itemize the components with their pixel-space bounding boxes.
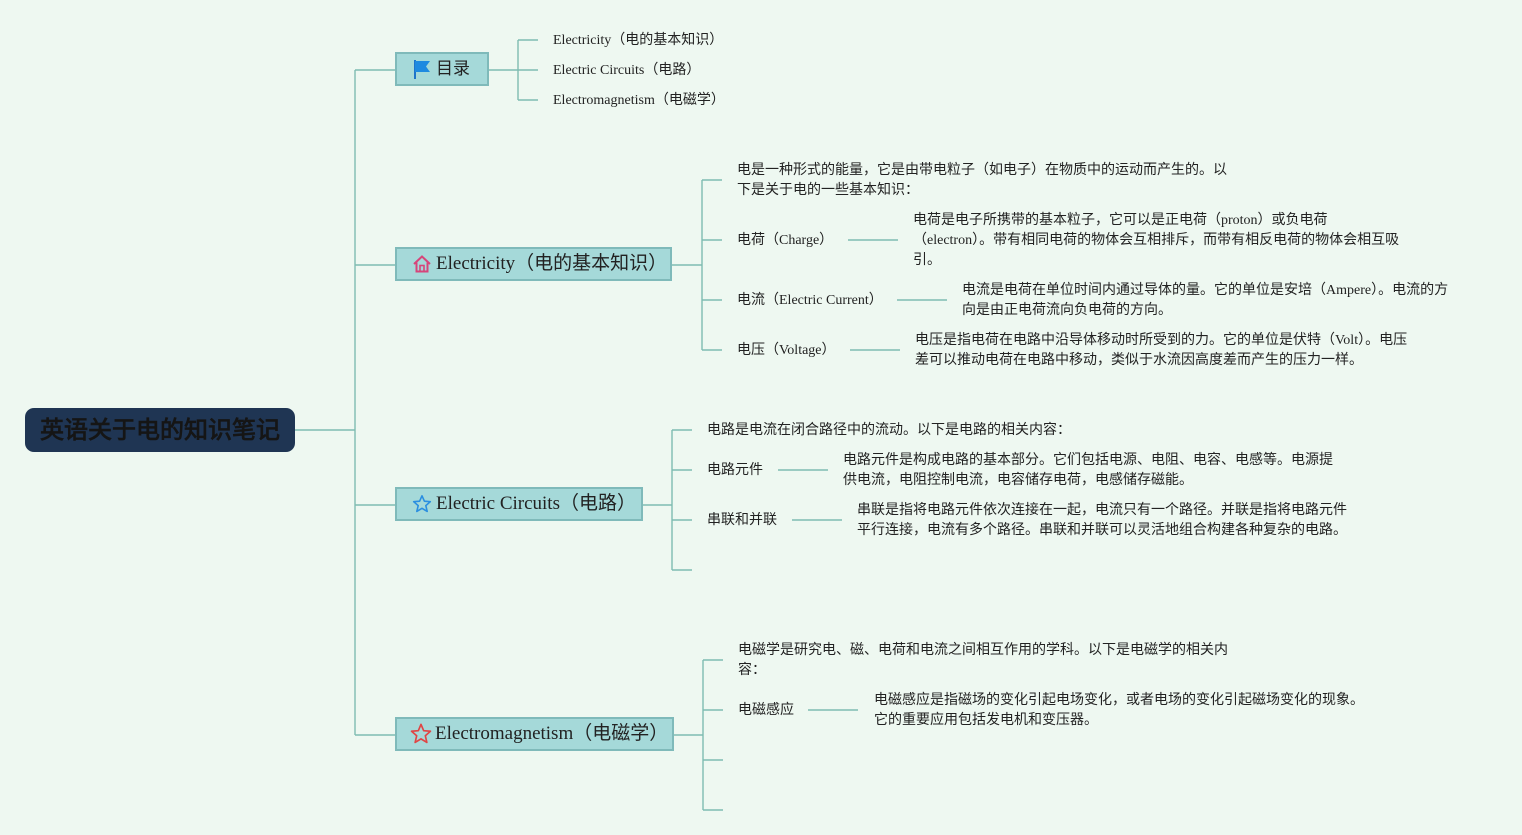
- series-desc-line2: 平行连接，电流有多个路径。串联和并联可以灵活地组合构建各种复杂的电路。: [857, 523, 1347, 538]
- home-icon: [411, 253, 433, 275]
- voltage-desc-line2: 差可以推动电荷在电路中移动，类似于水流因高度差而产生的压力一样。: [915, 353, 1363, 368]
- electricity-intro-line2: 下是关于电的一些基本知识：: [737, 183, 919, 198]
- topic-magnetism-label: Electromagnetism（电磁学）: [435, 723, 669, 744]
- star-red-icon: [410, 723, 432, 745]
- induction-label[interactable]: 电磁感应: [738, 703, 794, 718]
- star-outline-icon: [411, 493, 433, 515]
- toc-item-electricity[interactable]: Electricity（电的基本知识）: [553, 33, 724, 48]
- root-topic[interactable]: 英语关于电的知识笔记: [25, 408, 295, 452]
- charge-desc-line2: （electron）。带有相同电荷的物体会互相排斥，而带有相反电荷的物体会相互吸: [913, 233, 1400, 248]
- topic-toc-label: 目录: [436, 59, 470, 79]
- series-desc-line1: 串联是指将电路元件依次连接在一起，电流只有一个路径。并联是指将电路元件: [857, 503, 1347, 518]
- current-desc-line1: 电流是电荷在单位时间内通过导体的量。它的单位是安培（Ampere）。电流的方: [962, 283, 1449, 298]
- topic-toc[interactable]: 目录: [395, 52, 489, 86]
- induction-desc-line2: 它的重要应用包括发电机和变压器。: [874, 713, 1098, 728]
- induction-desc-line1: 电磁感应是指磁场的变化引起电场变化，或者电场的变化引起磁场变化的现象。: [874, 693, 1364, 708]
- flag-icon: [411, 58, 433, 80]
- topic-electricity-label: Electricity（电的基本知识）: [436, 253, 668, 274]
- current-label[interactable]: 电流（Electric Current）: [737, 293, 883, 308]
- voltage-desc-line1: 电压是指电荷在电路中沿导体移动时所受到的力。它的单位是伏特（Volt）。电压: [915, 333, 1408, 348]
- components-desc-line1: 电路元件是构成电路的基本部分。它们包括电源、电阻、电容、电感等。电源提: [843, 453, 1333, 468]
- charge-desc-line1: 电荷是电子所携带的基本粒子，它可以是正电荷（proton）或负电荷: [913, 213, 1328, 228]
- topic-magnetism[interactable]: Electromagnetism（电磁学）: [395, 717, 674, 751]
- charge-desc-line3: 引。: [913, 253, 941, 268]
- current-desc-line2: 向是由正电荷流向负电荷的方向。: [962, 303, 1172, 318]
- topic-circuits-label: Electric Circuits（电路）: [436, 493, 636, 514]
- components-desc-line2: 供电流，电阻控制电流，电容储存电荷，电感储存磁能。: [843, 473, 1193, 488]
- charge-label[interactable]: 电荷（Charge）: [737, 233, 834, 248]
- voltage-label[interactable]: 电压（Voltage）: [737, 343, 836, 358]
- magnetism-intro-line1: 电磁学是研究电、磁、电荷和电流之间相互作用的学科。以下是电磁学的相关内: [738, 643, 1228, 658]
- electricity-intro-line1: 电是一种形式的能量，它是由带电粒子（如电子）在物质中的运动而产生的。以: [737, 163, 1227, 178]
- series-parallel-label[interactable]: 串联和并联: [707, 513, 777, 528]
- magnetism-intro-line2: 容：: [738, 663, 766, 678]
- components-label[interactable]: 电路元件: [707, 463, 763, 478]
- circuits-intro: 电路是电流在闭合路径中的流动。以下是电路的相关内容：: [707, 423, 1071, 438]
- topic-circuits[interactable]: Electric Circuits（电路）: [395, 487, 643, 521]
- toc-item-magnetism[interactable]: Electromagnetism（电磁学）: [553, 93, 725, 108]
- toc-item-circuits[interactable]: Electric Circuits（电路）: [553, 63, 701, 78]
- topic-electricity[interactable]: Electricity（电的基本知识）: [395, 247, 672, 281]
